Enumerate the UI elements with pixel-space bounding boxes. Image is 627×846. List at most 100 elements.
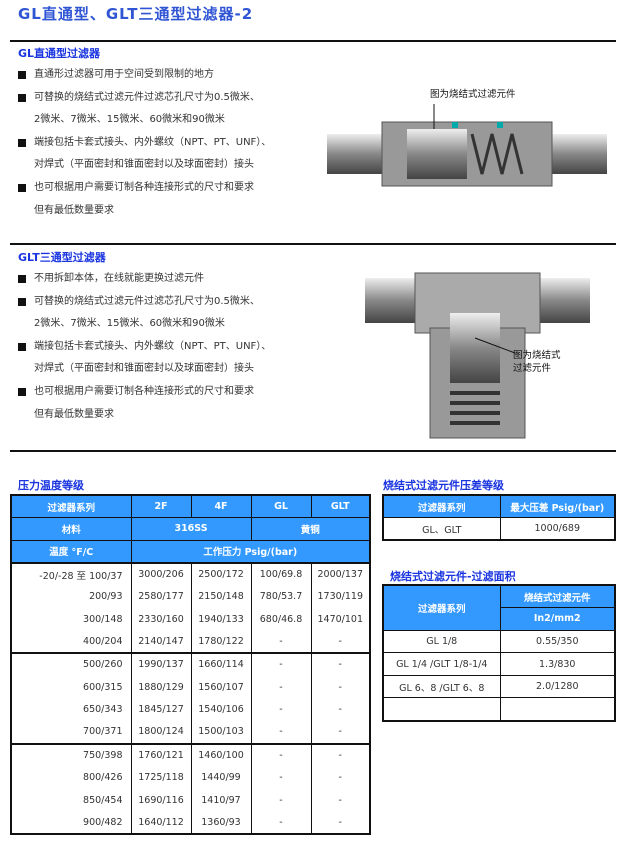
table-row: [382, 697, 616, 722]
glt-bullets: 不用拆卸本体，在线就能更换过滤元件可替换的烧结式过滤元件过滤芯孔尺寸为0.5微米…: [18, 268, 271, 426]
table-cell: -: [310, 742, 371, 767]
divider: [10, 450, 616, 452]
table-cell: 500/260: [10, 652, 132, 676]
gl-filter-figure: [322, 84, 612, 208]
col-header: 过滤器系列: [382, 494, 501, 519]
table-cell: -: [250, 766, 312, 789]
table-cell: 1800/124: [130, 720, 192, 744]
table-cell: -: [310, 720, 371, 744]
unit-header: In2/mm2: [499, 607, 616, 631]
glt-figure-label-line2: 过滤元件: [513, 363, 552, 374]
table-cell: 750/398: [10, 742, 132, 767]
col-header: 过滤器系列: [10, 494, 132, 519]
table-cell: 1560/107: [190, 675, 252, 699]
table-cell: 1730/119: [310, 585, 371, 608]
table-cell: 1845/127: [130, 698, 192, 721]
table-cell: 1725/118: [130, 766, 192, 789]
col-header: 烧结式过滤元件: [499, 584, 616, 609]
table-cell: 1780/122: [190, 630, 252, 654]
table-cell: 1690/116: [130, 788, 192, 812]
table-cell: 1540/106: [190, 698, 252, 721]
table-cell: 2150/148: [190, 585, 252, 608]
table-cell: 0.55/350: [499, 629, 616, 654]
table-cell: 2330/160: [130, 607, 192, 631]
table-cell: 1470/101: [310, 607, 371, 631]
table-cell: 1990/137: [130, 652, 192, 676]
table-cell: [382, 697, 501, 722]
area-heading: 烧结式过滤元件-过滤面积: [390, 570, 516, 583]
table-cell: -: [250, 652, 312, 676]
col-header: 过滤器系列: [382, 584, 501, 631]
glt-figure-label: 图为烧结式过滤元件: [513, 349, 561, 375]
table-cell: GL 6、8 /GLT 6、8: [382, 674, 501, 699]
table-cell: -: [310, 788, 371, 812]
table-cell: 2500/172: [190, 561, 252, 586]
divider: [10, 40, 616, 42]
col-header: GL: [250, 494, 312, 519]
table-cell: 900/482: [10, 811, 132, 834]
table-cell: 680/46.8: [250, 607, 312, 631]
material-brass: 黄铜: [250, 517, 371, 541]
table-cell: 2140/147: [130, 630, 192, 654]
bullet-item: 可替换的烧结式过滤元件过滤芯孔尺寸为0.5微米、: [18, 291, 271, 314]
glt-filter-figure: [365, 268, 595, 447]
table-cell: 1940/133: [190, 607, 252, 631]
table-cell: -: [250, 811, 312, 834]
table-cell: 2580/177: [130, 585, 192, 608]
table-cell: 1360/93: [190, 811, 252, 834]
table-cell: -: [310, 652, 371, 676]
table-cell: 400/204: [10, 630, 132, 654]
table-cell: 850/454: [10, 788, 132, 812]
gl-bullets: 直通形过滤器可用于空间受到限制的地方可替换的烧结式过滤元件过滤芯孔尺寸为0.5微…: [18, 64, 271, 222]
table-cell: 1440/99: [190, 766, 252, 789]
table-cell: 800/426: [10, 766, 132, 789]
gl-heading: GL直通型过滤器: [18, 47, 101, 60]
table-cell: 780/53.7: [250, 585, 312, 608]
table-cell: -: [250, 742, 312, 767]
table-cell: [499, 697, 616, 722]
table-cell: 1500/103: [190, 720, 252, 744]
table-cell: GL 1/4 /GLT 1/8-1/4: [382, 652, 501, 676]
bullet-item: 端接包括卡套式接头、内外螺纹（NPT、PT、UNF）、: [18, 132, 271, 155]
table-cell: 300/148: [10, 607, 132, 631]
table-cell: -: [250, 720, 312, 744]
table-cell: 650/343: [10, 698, 132, 721]
material-316ss: 316SS: [130, 517, 252, 541]
table-cell: -: [310, 766, 371, 789]
table-cell: -: [310, 698, 371, 721]
dp-series: GL、GLT: [382, 517, 501, 541]
material-label: 材料: [10, 517, 132, 541]
bullet-item: 2微米、7微米、15微米、60微米和90微米: [34, 114, 225, 126]
table-cell: 3000/206: [130, 561, 192, 586]
temp-label: 温度 °F/C: [10, 539, 132, 564]
pressure-label: 工作压力 Psig/(bar): [130, 539, 371, 564]
bullet-item: 不用拆卸本体，在线就能更换过滤元件: [18, 268, 271, 291]
dp-heading: 烧结式过滤元件压差等级: [383, 479, 504, 492]
gl-figure-label: 图为烧结式过滤元件: [430, 89, 516, 100]
glt-figure-label-line1: 图为烧结式: [513, 350, 561, 361]
table-cell: -20/-28 至 100/37: [10, 561, 132, 586]
table-cell: 1.3/830: [499, 652, 616, 676]
table-cell: 2.0/1280: [499, 674, 616, 699]
bullet-item: 端接包括卡套式接头、内外螺纹（NPT、PT、UNF）、: [18, 336, 271, 359]
table-cell: 1640/112: [130, 811, 192, 834]
table-cell: GL 1/8: [382, 629, 501, 654]
table-cell: 700/371: [10, 720, 132, 744]
col-header: 4F: [190, 494, 252, 519]
table-cell: 600/315: [10, 675, 132, 699]
bullet-item: 但有最低数量要求: [34, 204, 114, 216]
bullet-item: 也可根据用户需要订制各种连接形式的尺寸和要求: [18, 381, 271, 404]
